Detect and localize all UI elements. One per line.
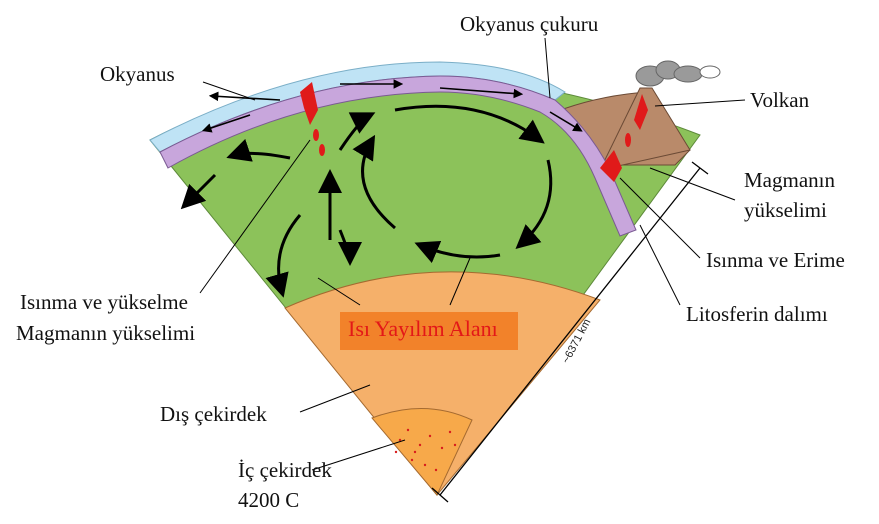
magma-rise-right-line2: yükselimi xyxy=(744,200,827,221)
magma-rise-right-line1: Magmanın xyxy=(744,170,835,191)
heat-zone-label: Isı Yayılım Alanı xyxy=(348,318,498,340)
inner-core-label: İç çekirdek xyxy=(238,460,332,481)
outer-core-label: Dış çekirdek xyxy=(160,404,267,425)
smoke-plume-icon xyxy=(636,61,720,86)
heating-rising-label: Isınma ve yükselme xyxy=(20,292,188,313)
volcano-label: Volkan xyxy=(750,90,809,111)
inner-core xyxy=(372,408,472,495)
lithosphere-subduction-label: Litosferin dalımı xyxy=(686,304,828,325)
heating-melting-label: Isınma ve Erime xyxy=(706,250,845,271)
inner-core-temp-label: 4200 C xyxy=(238,490,299,511)
trench-label: Okyanus çukuru xyxy=(460,14,598,35)
magma-rise-left-label: Magmanın yükselimi xyxy=(16,323,195,344)
ocean-label: Okyanus xyxy=(100,64,175,85)
